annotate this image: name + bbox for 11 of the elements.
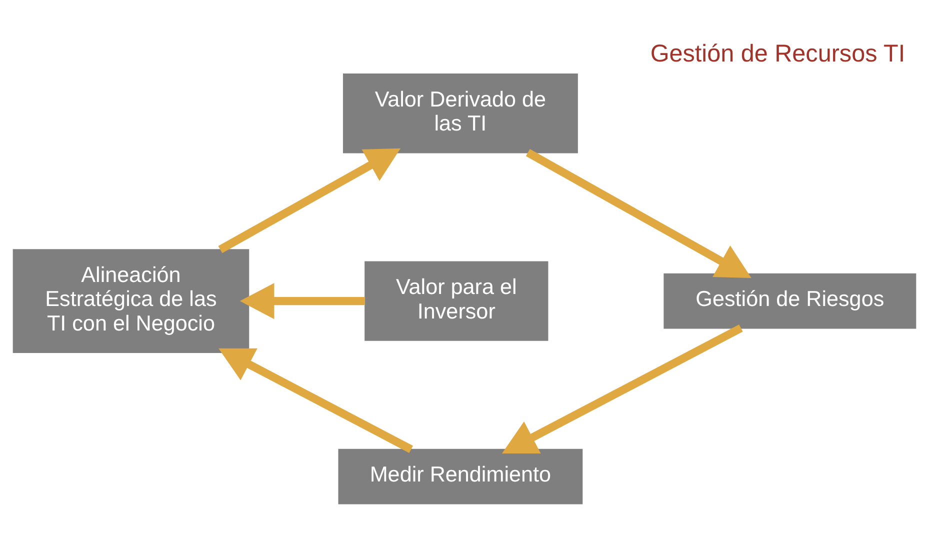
node-box: Gestión de Riesgos <box>664 273 916 329</box>
node-box: Valor para el Inversor <box>364 261 548 341</box>
arrow <box>240 283 366 320</box>
arrow <box>502 324 743 454</box>
arrow <box>218 148 401 254</box>
node-box: Medir Rendimiento <box>338 448 583 504</box>
diagram-title: Gestión de Recursos TI <box>650 40 906 68</box>
arrow <box>526 149 752 278</box>
node-box: Valor Derivado de las TI <box>342 74 578 154</box>
node-box: Alineación Estratégica de las TI con el Negocio <box>12 249 250 354</box>
arrow <box>218 348 413 453</box>
